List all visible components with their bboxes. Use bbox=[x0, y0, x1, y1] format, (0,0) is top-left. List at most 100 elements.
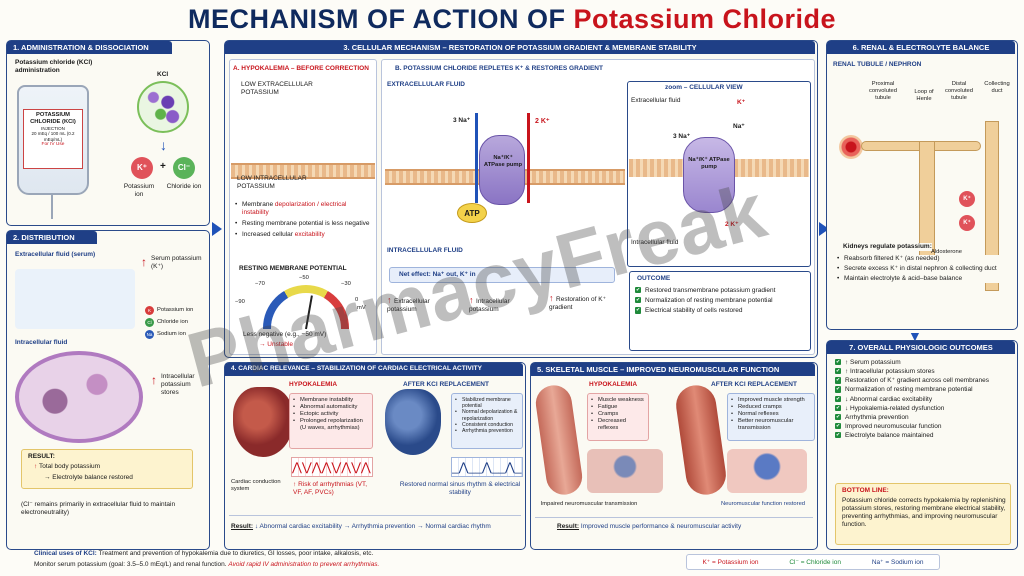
cardiac-after-item: Arrhythmia prevention bbox=[455, 428, 520, 434]
gauge-tick-30: −30 bbox=[341, 281, 351, 287]
k-ion-icon: K⁺ bbox=[131, 157, 153, 179]
arrhythmia-risk: ↑ Risk of arrhythmias (VT, VF, AF, PVCs) bbox=[293, 481, 368, 497]
outcome-list: Restored transmembrane potassium gradien… bbox=[635, 287, 805, 315]
muscle-after-item: Normal reflexes bbox=[731, 411, 812, 418]
cardiac-result: Result: ↓ Abnormal cardiac excitability … bbox=[231, 523, 491, 530]
muscle-result: Result: Improved muscle performance & ne… bbox=[557, 523, 742, 530]
na-out-label: 3 Na⁺ bbox=[453, 117, 471, 124]
na-out-arrow-icon bbox=[475, 113, 478, 203]
effect-2: Resting membrane potential is less negat… bbox=[235, 220, 373, 228]
panel-7-heading: 7. OVERALL PHYSIOLOGIC OUTCOMES bbox=[827, 341, 1015, 354]
icf-label: Intracellular fluid bbox=[15, 339, 68, 346]
panel-3-heading: 3. CELLULAR MECHANISM – RESTORATION OF P… bbox=[225, 41, 815, 54]
legend-cl: Cl⁻ = Chloride ion bbox=[789, 559, 841, 566]
rmp-heading: RESTING MEMBRANE POTENTIAL bbox=[239, 265, 347, 272]
muscle-hypo-item: Cramps bbox=[591, 411, 646, 418]
down-arrow-icon: ↓ bbox=[160, 137, 167, 153]
pump-icon bbox=[479, 135, 525, 205]
plus-sign: + bbox=[160, 161, 166, 172]
panel-1-heading: 1. ADMINISTRATION & DISSOCIATION bbox=[7, 41, 172, 54]
outcome-line: Electrolyte balance maintained bbox=[835, 432, 1015, 440]
outcomes-list: ↑ Serum potassium ↑ Intracellular potass… bbox=[835, 359, 1015, 440]
renal-subheading: RENAL TUBULE / NEPHRON bbox=[833, 61, 922, 68]
legend-cl-icon: Cl bbox=[145, 318, 154, 327]
cardiac-after-item: Normal depolarization & repolarization bbox=[455, 409, 520, 421]
ecf-label: Extracellular fluid (serum) bbox=[15, 251, 96, 258]
muscle-hypo-box: Muscle weakness Fatigue Cramps Decreased… bbox=[587, 393, 649, 441]
result-line-1: ↑ Total body potassium bbox=[34, 463, 101, 470]
result-line-2: → Electrolyte balance restored bbox=[44, 474, 133, 481]
section-b-heading: B. POTASSIUM CHLORIDE REPLETES K⁺ & REST… bbox=[395, 65, 603, 72]
ecf-area bbox=[15, 269, 135, 329]
cardiac-hypo-item: Prolonged repolarization (U waves, arrhy… bbox=[293, 418, 369, 432]
gauge-note: Less negative (e.g., −50 mV) bbox=[243, 331, 327, 338]
muscle-after-heading: AFTER KCl REPLACEMENT bbox=[711, 381, 797, 388]
muscle-after-item: Better neuromuscular transmission bbox=[731, 418, 812, 432]
muscle-hypo-list: Muscle weakness Fatigue Cramps Decreased… bbox=[591, 397, 646, 432]
net-effect-banner bbox=[389, 267, 615, 283]
footer-uses: Clinical uses of KCl: Treatment and prev… bbox=[34, 550, 374, 557]
zoom-icf-label: Intracellular fluid bbox=[631, 239, 679, 246]
cell-illustration bbox=[15, 351, 143, 443]
label-distal: Distal convoluted tubule bbox=[944, 81, 974, 101]
outcome-line: ↓ Hypokalemia-related dysfunction bbox=[835, 404, 1015, 413]
panel-distribution: 2. DISTRIBUTION Extracellular fluid (ser… bbox=[6, 230, 210, 550]
outcome-item: Restored transmembrane potassium gradien… bbox=[635, 287, 805, 295]
result-box: RESULT: ↑ Total body potassium → Electro… bbox=[21, 449, 193, 489]
zoom-na3-label: 3 Na⁺ bbox=[673, 133, 691, 140]
cardiac-hypo-item: Membrane instability bbox=[293, 397, 369, 404]
admin-label: Potassium chloride (KCl) administration bbox=[15, 59, 93, 75]
gauge-tick-50: −50 bbox=[299, 275, 309, 281]
legend-cl-label: Chloride ion bbox=[157, 319, 188, 325]
gauge-unstable: → Unstable bbox=[259, 341, 293, 348]
k-ion-label: Potassium ion bbox=[123, 183, 155, 199]
effect-extracellular: ↑ Extracellular potassium bbox=[387, 295, 430, 314]
icf-stores-label: Intracellular potassium stores bbox=[161, 373, 195, 397]
membrane-a bbox=[231, 163, 375, 179]
panel-cardiac: 4. CARDIAC RELEVANCE – STABILIZATION OF … bbox=[224, 362, 526, 550]
page-title: MECHANISM OF ACTION OF Potassium Chlorid… bbox=[187, 4, 837, 34]
collecting-duct-icon bbox=[985, 121, 999, 291]
muscle-after-item: Reduced cramps bbox=[731, 404, 812, 411]
legend-k-label: Potassium ion bbox=[157, 307, 194, 313]
renal-k-icon: K⁺ bbox=[959, 191, 975, 207]
muscle-strong-icon bbox=[673, 382, 729, 498]
panel-2-heading: 2. DISTRIBUTION bbox=[7, 231, 97, 244]
cardiac-after-item: Stabilized membrane potential bbox=[455, 397, 520, 409]
outcome-line: Normalization of resting membrane potent… bbox=[835, 386, 1015, 394]
kidney-heading: Kidneys regulate potassium: bbox=[843, 243, 932, 252]
zoom-ecf-label: Extracellular fluid bbox=[631, 97, 681, 104]
effect-intracellular: ↑ Intracellular potassium bbox=[469, 295, 510, 314]
k-in-label: 2 K⁺ bbox=[535, 118, 550, 125]
kcl-label: KCl bbox=[157, 71, 169, 78]
bottom-line-heading: BOTTOM LINE: bbox=[842, 487, 889, 494]
outcome-item: Electrical stability of cells restored bbox=[635, 307, 805, 315]
hypokalemia-effects-list: Membrane depolarization / electrical ins… bbox=[235, 201, 373, 240]
outcome-line: Improved neuromuscular function bbox=[835, 422, 1015, 431]
bag-sub: INJECTION bbox=[41, 125, 65, 131]
muscle-hypo-heading: HYPOKALEMIA bbox=[589, 381, 638, 388]
bag-title: POTASSIUM CHLORIDE (KCl) bbox=[30, 112, 76, 125]
cardiac-hypo-box: Membrane instability Abnormal automatici… bbox=[289, 393, 373, 449]
kidney-item: Reabsorb filtered K⁺ (as needed) bbox=[837, 255, 1013, 263]
footer-monitor: Monitor serum potassium (goal: 3.5–5.0 m… bbox=[34, 561, 380, 568]
iv-bag-icon: POTASSIUM CHLORIDE (KCl) INJECTION 20 mE… bbox=[17, 85, 89, 195]
impaired-label: Impaired neuromuscular transmission bbox=[540, 501, 638, 507]
heart-after-icon bbox=[385, 389, 441, 455]
bag-conc: 20 mEq / 100 mL (0.2 mEq/mL) bbox=[31, 131, 75, 142]
panel-4-heading: 4. CARDIAC RELEVANCE – STABILIZATION OF … bbox=[225, 363, 523, 376]
flow-arrow-icon-2 bbox=[819, 222, 829, 236]
k-in-arrow-icon bbox=[527, 113, 530, 203]
cl-ion-label: Chloride ion bbox=[166, 183, 202, 190]
panel-renal: 6. RENAL & ELECTROLYTE BALANCE RENAL TUB… bbox=[826, 40, 1018, 330]
cl-ion-icon: Cl⁻ bbox=[173, 157, 195, 179]
glomerulus-icon bbox=[839, 135, 863, 159]
up-arrow-icon: ↑ bbox=[141, 255, 147, 269]
cardiac-after-heading: AFTER KCl REPLACEMENT bbox=[403, 381, 489, 388]
zoom-na-label: Na⁺ bbox=[733, 123, 745, 130]
kcl-lattice-icon bbox=[137, 81, 189, 133]
muscle-hypo-item: Muscle weakness bbox=[591, 397, 646, 404]
effect-1: Membrane depolarization / electrical ins… bbox=[235, 201, 373, 217]
legend-na: Na⁺ = Sodium ion bbox=[871, 559, 924, 566]
bottom-line-box: BOTTOM LINE: Potassium chloride corrects… bbox=[835, 483, 1011, 545]
